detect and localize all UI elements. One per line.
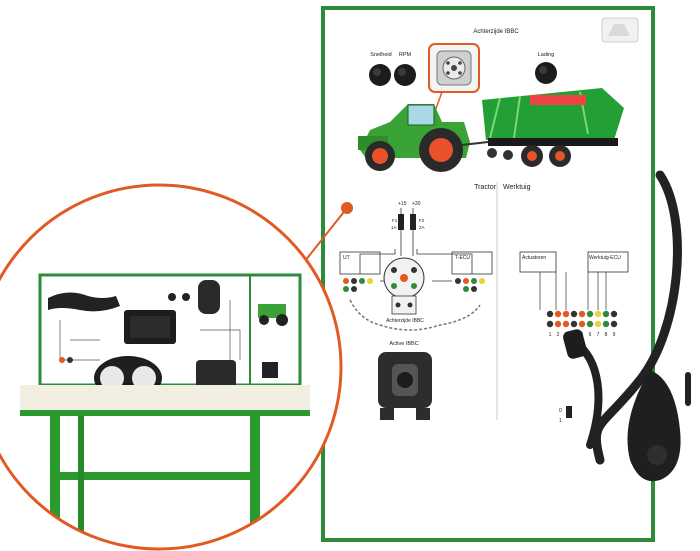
- cable-illustration: [563, 170, 691, 482]
- label-tractor: Tractor: [474, 184, 497, 191]
- toggle-switch[interactable]: [566, 406, 572, 418]
- svg-text:7: 7: [597, 332, 600, 338]
- zoom-callout: [0, 183, 353, 551]
- label-f2-amp: 2A: [419, 225, 425, 230]
- tractor-illustration: [358, 104, 470, 172]
- board-title: Achterzijde IBBC: [473, 29, 519, 35]
- snelheid-gauge-icon[interactable]: [369, 64, 391, 86]
- label-plus30: +30: [412, 201, 421, 207]
- twisted-pair: [349, 299, 481, 331]
- label-werktuig: Werktuig: [503, 184, 531, 191]
- label-snelheid: Snelheid: [370, 52, 391, 58]
- label-active-ibbc: Active IBBC: [389, 341, 418, 347]
- werktuig-terminals[interactable]: [546, 310, 618, 328]
- wiring-werktuig: [539, 272, 607, 310]
- main-board: Achterzijde IBBC Snelheid RPM Lading: [321, 6, 655, 542]
- svg-text:6: 6: [589, 332, 592, 338]
- svg-text:9: 9: [613, 332, 616, 338]
- label-plus15: +15: [398, 201, 407, 207]
- tecu-terminals[interactable]: [455, 278, 485, 292]
- label-lading: Lading: [538, 52, 555, 58]
- workbench-illustration: [50, 416, 260, 546]
- zoom-circle-border: [0, 183, 343, 551]
- label-f1-amp: 1A: [391, 225, 397, 230]
- rpm-gauge-icon[interactable]: [394, 64, 416, 86]
- trailer-illustration: [461, 88, 624, 167]
- ibbc-connector-icon[interactable]: [428, 43, 480, 93]
- label-werktuig-ecu: Werktuig-ECU: [589, 255, 621, 261]
- ut-terminals[interactable]: [343, 278, 373, 292]
- label-achterzijde-ibbc: Achterzijde IBBC: [386, 318, 424, 324]
- callout-dot: [341, 202, 353, 214]
- fuse-f1[interactable]: [398, 214, 404, 230]
- svg-text:2: 2: [557, 332, 560, 338]
- workbench-top: [20, 385, 310, 411]
- svg-text:1: 1: [549, 332, 552, 338]
- active-ibbc-socket-icon[interactable]: [378, 352, 432, 420]
- svg-text:8: 8: [605, 332, 608, 338]
- label-rpm: RPM: [399, 52, 412, 58]
- wiring-tractor: [359, 249, 473, 282]
- label-switch-0: 0: [559, 408, 562, 414]
- label-ut: UT: [343, 255, 350, 261]
- label-f1: F1: [392, 218, 398, 223]
- label-f2: F2: [419, 218, 425, 223]
- fuse-f2[interactable]: [410, 214, 416, 230]
- central-connector-icon[interactable]: [383, 257, 425, 315]
- lading-gauge-icon[interactable]: [535, 62, 557, 84]
- label-switch-1: 1: [559, 418, 562, 424]
- label-tecu: T-ECU: [455, 255, 470, 261]
- brand-logo: [601, 17, 639, 43]
- werktuig-ecu-box: [587, 251, 629, 273]
- actuatoren-box: [519, 251, 557, 273]
- label-actuatoren: Actuatoren: [522, 255, 546, 261]
